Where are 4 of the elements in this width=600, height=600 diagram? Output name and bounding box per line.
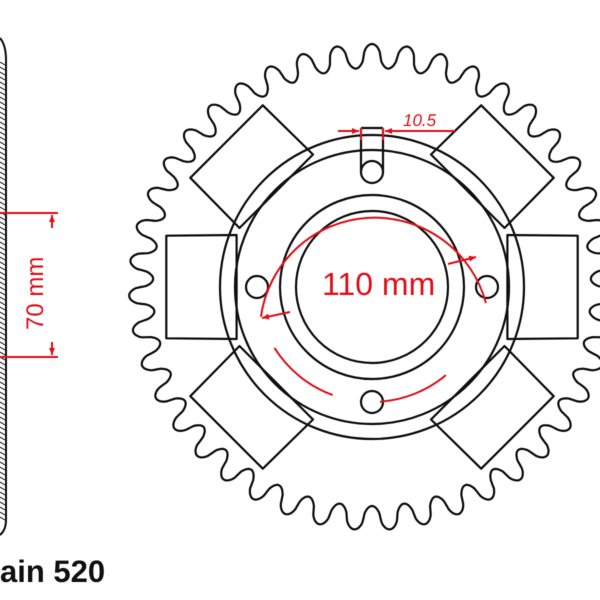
chain-size-label: ain 520 — [0, 556, 106, 587]
dimension-label: 10.5 — [403, 112, 436, 129]
dimension-label: 110 mm — [322, 268, 436, 300]
dimension-label: 70 mm — [24, 256, 48, 330]
